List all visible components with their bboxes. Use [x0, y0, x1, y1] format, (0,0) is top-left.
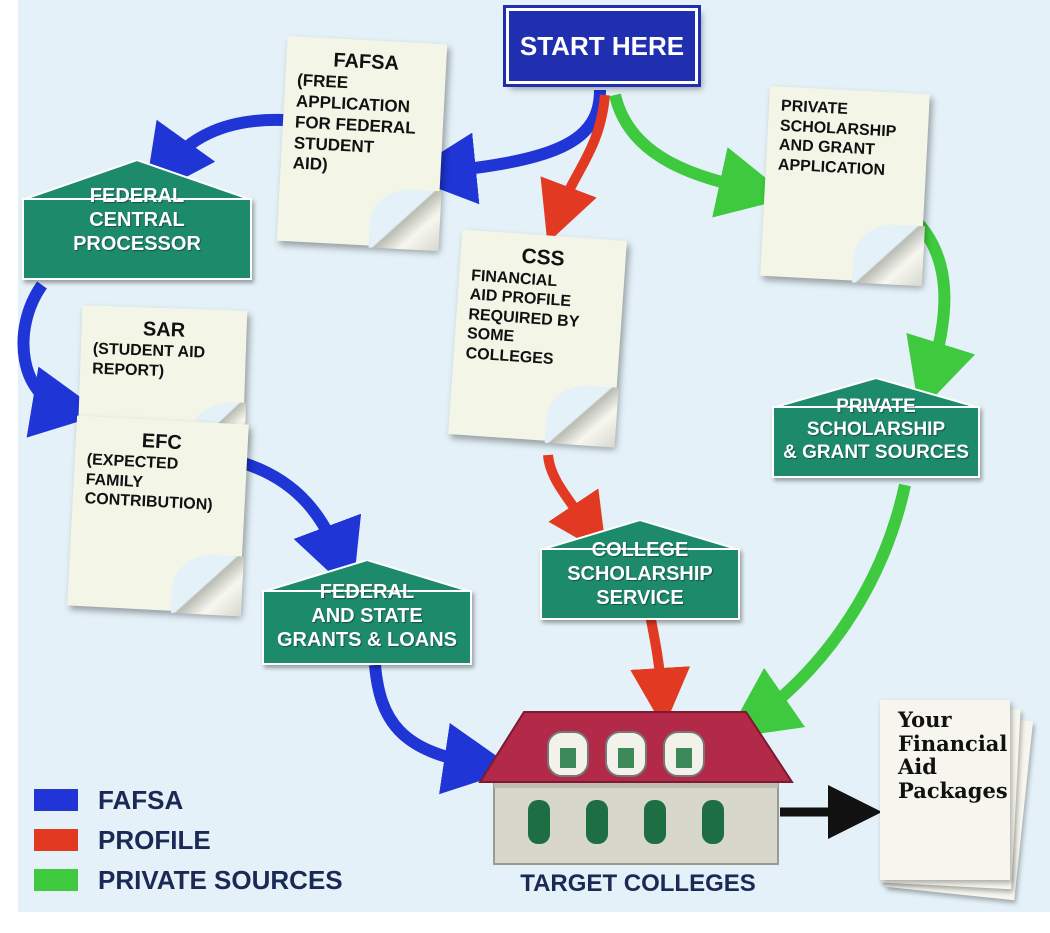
arrow-efc-to-federal-state [238, 456, 362, 594]
arrow-private-app-to-sources [905, 210, 976, 413]
federal-central-processor-sign: FEDERAL CENTRAL PROCESSOR [22, 160, 252, 280]
college-scholarship-service-sign: COLLEGE SCHOLARSHIP SERVICE [540, 520, 740, 620]
legend-label: PROFILE [98, 824, 211, 855]
arrow-central-to-sar [17, 281, 104, 438]
legend-swatch-profile [34, 829, 78, 851]
sar-note-line: REPORT) [91, 360, 165, 380]
efc-note: EFC (EXPECTED FAMILY CONTRIBUTION) [67, 415, 249, 617]
house-label-line: PRIVATE [836, 396, 916, 417]
house-label-line: GRANTS & LOANS [277, 629, 457, 651]
house-label-line: SCHOLARSHIP [567, 563, 713, 585]
house-roof-icon [772, 378, 980, 408]
legend-label: FAFSA [98, 784, 184, 815]
legend-swatch-fafsa [34, 789, 78, 811]
house-body [262, 590, 472, 665]
private-scholarship-sources-sign: PRIVATE SCHOLARSHIP & GRANT SOURCES [772, 378, 980, 478]
house-body [772, 406, 980, 478]
legend-item-private-sources: PRIVATE SOURCES [34, 860, 343, 900]
arrow-css-to-college-service [543, 454, 607, 555]
house-label-line: SCHOLARSHIP [806, 418, 946, 440]
arrow-college-service-to-target [630, 614, 691, 728]
page-curl-icon [544, 382, 619, 448]
house-label-line: AND STATE [311, 605, 423, 627]
house-roof-icon [540, 520, 740, 550]
house-label-line: FEDERAL [89, 185, 185, 207]
house-label-line: FEDERAL [319, 581, 415, 603]
start-here-button[interactable]: START HERE [503, 5, 701, 87]
package-text-line: Aid [898, 754, 937, 780]
page-curl-icon [368, 187, 442, 252]
page-curl-icon [851, 222, 925, 287]
legend-label: PRIVATE SOURCES [98, 864, 343, 895]
css-profile-note: CSS FINANCIAL AID PROFILE REQUIRED BY SO… [448, 229, 627, 448]
house-label-line: SERVICE [596, 587, 684, 609]
federal-state-grants-loans-sign: FEDERAL AND STATE GRANTS & LOANS [262, 560, 472, 665]
financial-aid-packages-stack: Your Financial Aid Packages [880, 700, 1034, 901]
house-label-line: PROCESSOR [73, 233, 201, 255]
house-label-line: CENTRAL [89, 209, 185, 231]
legend-item-profile: PROFILE [34, 820, 343, 860]
page-curl-icon [170, 552, 244, 617]
college-building-icon [478, 711, 794, 865]
arrow-start-to-private-app [609, 93, 791, 218]
arrow-sources-to-target [725, 483, 911, 739]
house-label-line: COLLEGE [591, 539, 689, 561]
package-text-line: Your [898, 707, 952, 732]
target-colleges-label: TARGET COLLEGES [520, 870, 756, 897]
arrow-start-to-fafsa [404, 89, 606, 205]
package-text-line: Packages [898, 777, 1008, 803]
house-roof-icon [22, 160, 252, 200]
start-here-label: START HERE [519, 30, 685, 61]
package-sheet: Your Financial Aid Packages [880, 700, 1010, 880]
private-application-note: PRIVATE SCHOLARSHIP AND GRANT APPLICATIO… [760, 85, 930, 287]
house-label-line: & GRANT SOURCES [783, 441, 969, 463]
house-body [22, 198, 252, 280]
fafsa-note: FAFSA (FREE APPLICATION FOR FEDERAL STUD… [276, 35, 448, 252]
arrow-fafsa-to-central [144, 113, 286, 200]
house-body [540, 548, 740, 620]
house-roof-icon [262, 560, 472, 592]
arrow-federal-state-to-target [369, 664, 516, 795]
legend: FAFSA PROFILE PRIVATE SOURCES [34, 780, 343, 900]
arrow-start-to-css [540, 94, 610, 244]
legend-item-fafsa: FAFSA [34, 780, 343, 820]
legend-swatch-private [34, 869, 78, 891]
package-text-line: Financial [898, 730, 1008, 756]
